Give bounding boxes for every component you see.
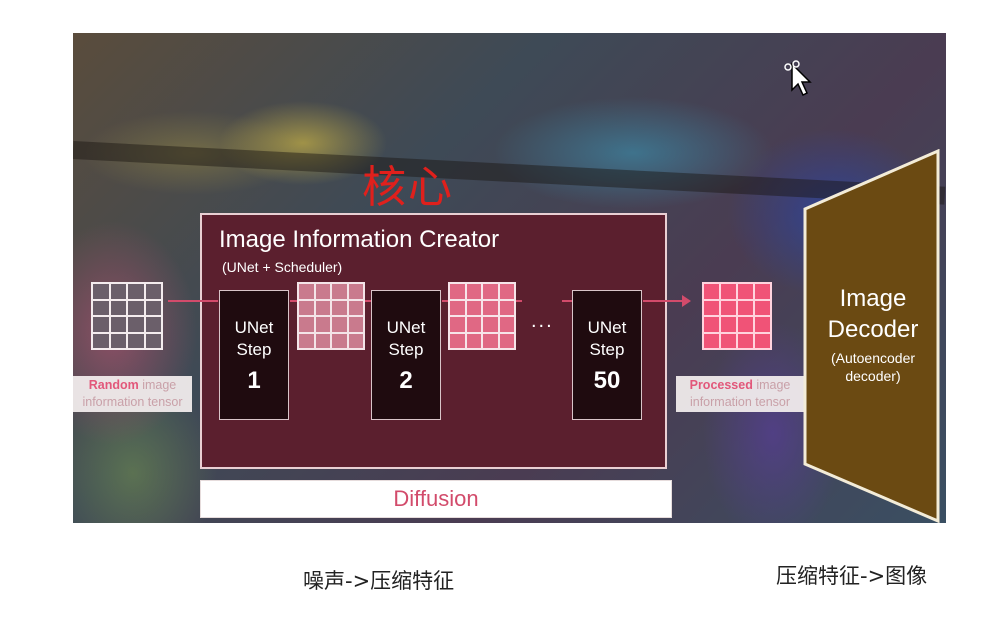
creator-title: Image Information Creator xyxy=(219,226,500,253)
core-label: 核心 xyxy=(362,162,454,213)
unet-step-50-line2: Step xyxy=(589,340,625,359)
ellipsis: ... xyxy=(531,310,554,332)
random-tensor-label: Random image information tensor xyxy=(73,376,192,412)
unet-step-50-number: 50 xyxy=(593,367,621,394)
mouse-cursor-icon xyxy=(784,60,812,97)
flow-line-1 xyxy=(168,300,218,302)
unet-step-2-line2: Step xyxy=(388,340,424,359)
decoder-sub-line1: (Autoencoder xyxy=(830,350,916,366)
random-tensor-highlight: Random xyxy=(88,378,139,392)
unet-step-2-line1: UNet xyxy=(386,318,426,337)
flow-line-5 xyxy=(643,300,683,302)
processed-tensor-label: Processed image information tensor xyxy=(676,376,804,412)
image-decoder-shape xyxy=(803,149,940,523)
creator-subtitle: (UNet + Scheduler) xyxy=(222,259,343,275)
diffusion-label: Diffusion xyxy=(200,480,672,518)
processed-tensor-highlight: Processed xyxy=(689,378,753,392)
latent-grid-after-step-1 xyxy=(297,282,365,350)
processed-tensor-line2: information tensor xyxy=(689,395,791,409)
caption-left: 噪声->压缩特征 xyxy=(303,569,455,593)
processed-tensor-grid xyxy=(702,282,772,350)
flow-arrow-head xyxy=(682,295,691,307)
unet-step-1-line2: Step xyxy=(236,340,272,359)
random-tensor-line1-rest: image xyxy=(138,378,177,392)
random-tensor-line2: information tensor xyxy=(82,395,183,409)
decoder-sub-line2: decoder) xyxy=(845,368,901,384)
decoder-title: Image Decoder xyxy=(813,283,933,345)
decoder-subtitle: (Autoencoder decoder) xyxy=(813,349,933,385)
processed-tensor-line1-rest: image xyxy=(752,378,791,392)
unet-step-2: UNet Step 2 xyxy=(371,290,441,420)
flow-line-4 xyxy=(562,300,572,302)
unet-step-50: UNet Step 50 xyxy=(572,290,642,420)
unet-step-2-number: 2 xyxy=(399,367,413,394)
unet-step-1-number: 1 xyxy=(247,367,261,394)
unet-step-1: UNet Step 1 xyxy=(219,290,289,420)
latent-grid-after-step-2 xyxy=(448,282,516,350)
decoder-title-line1: Image xyxy=(839,285,907,312)
unet-step-1-line1: UNet xyxy=(234,318,274,337)
diagram-slide: 核心 Image Information Creator (UNet + Sch… xyxy=(73,33,946,523)
unet-step-50-line1: UNet xyxy=(587,318,627,337)
random-tensor-grid xyxy=(91,282,163,350)
decoder-title-line2: Decoder xyxy=(827,316,919,343)
caption-right: 压缩特征->图像 xyxy=(776,564,928,588)
